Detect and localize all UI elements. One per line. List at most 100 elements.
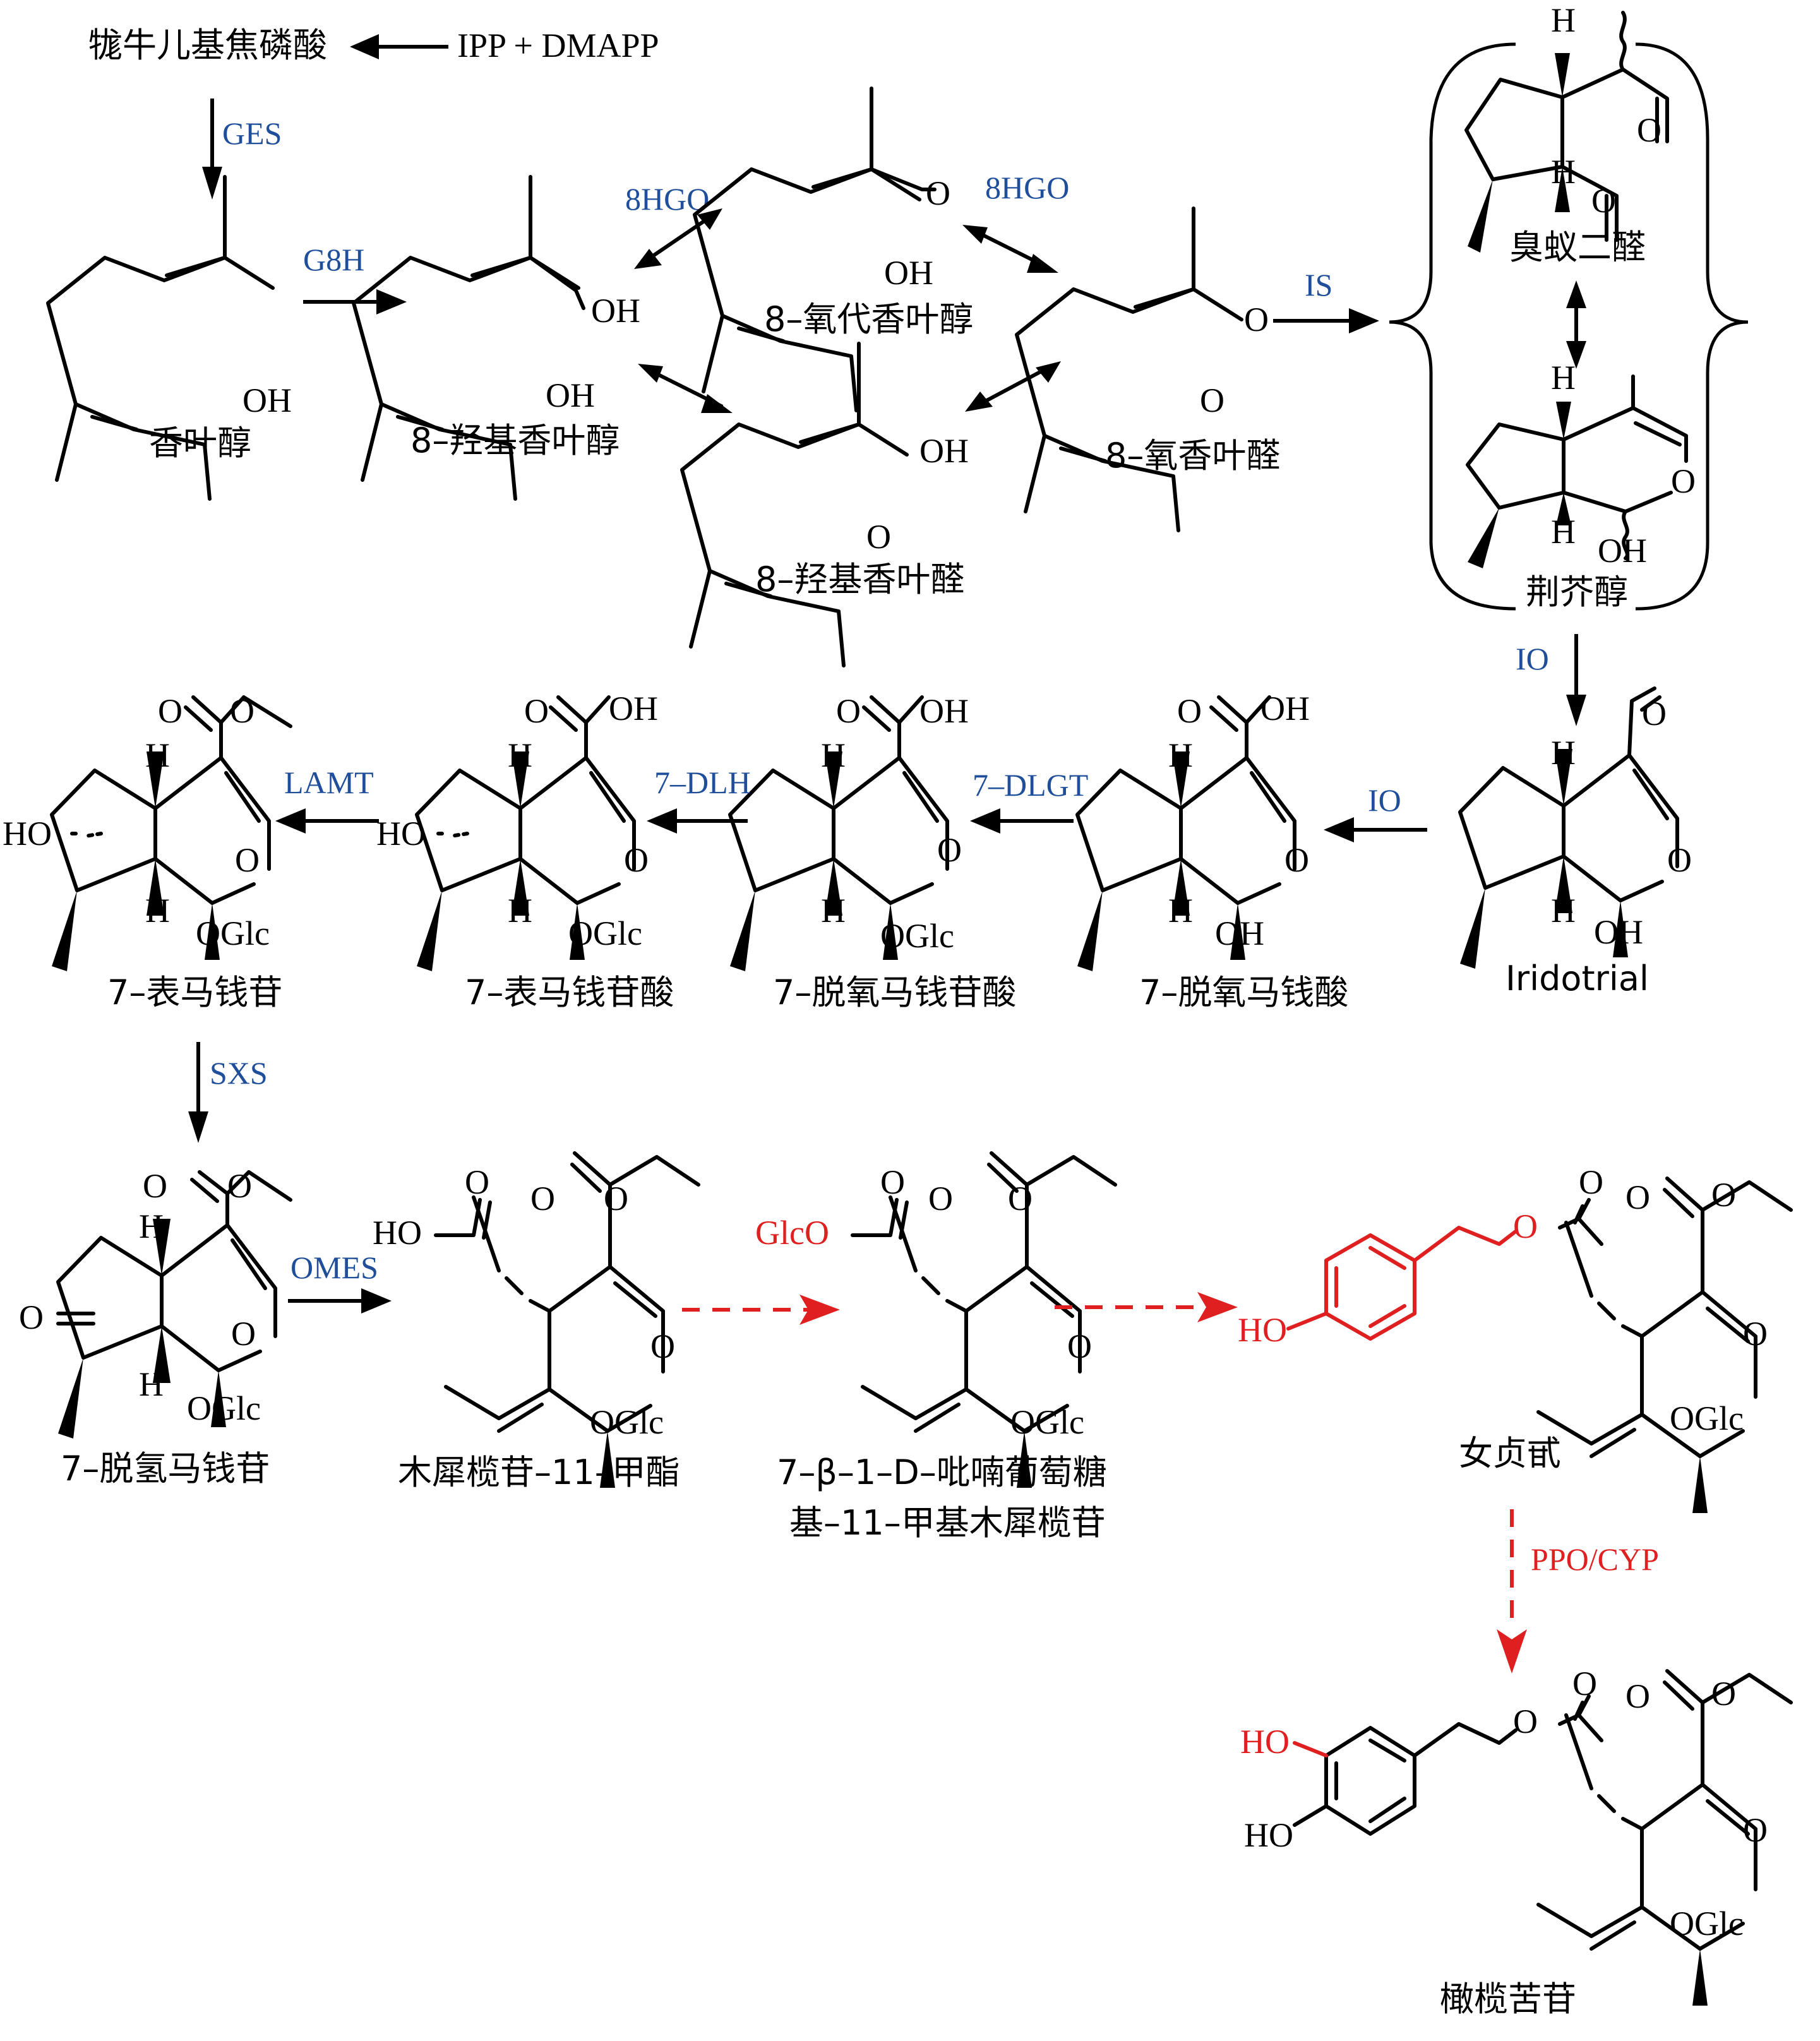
atom-oglc: OGlc: [1670, 1399, 1744, 1437]
atom-o: O: [604, 1180, 628, 1218]
atom-ho: HO: [1240, 1723, 1290, 1761]
atom-oglc: OGlc: [880, 917, 954, 955]
atom-oh: OH: [1594, 913, 1643, 951]
compound-name-8-hydroxygeraniol: 8–羟基香叶醇: [410, 421, 620, 460]
atom-o: O: [1625, 1677, 1650, 1715]
atom-oglc: OGlc: [196, 914, 270, 952]
compound-name-7-deoxyloganic-acid: 7–脱氧马钱苷酸: [773, 973, 1016, 1012]
atom-o: O: [836, 692, 861, 730]
compound-name-iridotrial: Iridotrial: [1506, 959, 1649, 998]
atom-glco: GlcO: [755, 1214, 829, 1252]
8hgo-reversible-arrow-upper-right: [962, 225, 1058, 273]
atom-o: O: [1579, 1163, 1603, 1201]
atom-h: H: [1551, 892, 1576, 930]
compound-name-7-glucosyl-oleoside-line1: 7–β–1–D–吡喃葡萄糖: [777, 1452, 1107, 1492]
atom-h: H: [1168, 736, 1193, 774]
8hgo-reversible-arrow-lower-left: [638, 364, 733, 413]
atom-o: O: [1711, 1675, 1736, 1713]
atom-o: O: [1743, 1811, 1768, 1849]
omes-arrow: [288, 1288, 392, 1314]
structure-8-oxogeraniol: [695, 88, 919, 410]
lamt-arrow: [275, 808, 379, 834]
io-left-arrow: [1324, 817, 1427, 842]
enzyme-omes: OMES: [290, 1250, 378, 1285]
atom-o: O: [1743, 1315, 1768, 1353]
atom-o: O: [231, 1315, 256, 1353]
atom-o: O: [524, 692, 549, 730]
atom-h: H: [508, 892, 532, 930]
atom-h: H: [1551, 359, 1576, 397]
structure-8-hydroxygeranial: [682, 344, 907, 666]
gpp-label: 牻牛儿基焦磷酸: [88, 25, 327, 65]
atom-ho: HO: [3, 815, 52, 853]
compound-name-geraniol: 香叶醇: [149, 423, 251, 463]
compound-name-7-epiloganic-acid: 7–表马钱苷酸: [465, 973, 674, 1012]
compound-name-oleoside-11-methyl-ester: 木犀榄苷–11–甲酯: [398, 1452, 680, 1492]
atom-h: H: [1168, 892, 1193, 930]
atom-oh: OH: [1260, 690, 1310, 727]
atom-o: O: [227, 1167, 252, 1205]
structure-iridotrial: [1460, 749, 1677, 969]
atom-o: O: [1591, 182, 1616, 220]
atom-o: O: [1284, 841, 1309, 879]
structure-oleuropein: [1293, 1722, 1518, 1836]
atom-h: H: [1551, 734, 1576, 772]
compound-name-ligstroside: 女贞甙: [1459, 1433, 1561, 1473]
atom-o: O: [1008, 1180, 1033, 1218]
atom-oh: OH: [884, 254, 933, 292]
atom-ho: HO: [373, 1214, 422, 1252]
atom-o: O: [1711, 1176, 1736, 1214]
atom-o: O: [143, 1167, 167, 1205]
putative-arrow-2: [1055, 1292, 1238, 1322]
enzyme-8hgo-1: 8HGO: [625, 181, 709, 217]
8hgo-reversible-arrow-upper-left: [634, 208, 722, 269]
atom-oh: OH: [609, 690, 658, 727]
putative-arrow-1: [682, 1295, 840, 1325]
left-brace: [1389, 42, 1516, 611]
is-arrow: [1273, 308, 1379, 333]
atom-o: O: [235, 841, 260, 879]
iridodial-nepetalactol-equilibrium-arrow: [1566, 280, 1586, 369]
atom-oglc: OGlc: [1670, 1905, 1744, 1942]
g8h-arrow: [303, 289, 407, 314]
ipp-to-gpp-arrow: [350, 34, 448, 59]
atom-h: H: [821, 736, 846, 774]
atom-o: O: [19, 1298, 44, 1336]
enzyme-io-2: IO: [1368, 782, 1401, 818]
enzyme-7-dlgt: 7–DLGT: [973, 767, 1088, 803]
atom-oglc: OGlc: [1010, 1403, 1084, 1441]
atom-o: O: [1637, 111, 1661, 149]
enzyme-ppo-cyp: PPO/CYP: [1531, 1541, 1659, 1577]
compound-name-7-glucosyl-oleoside-line2: 基–11–甲基木犀榄苷: [789, 1503, 1106, 1543]
compound-name-7-deoxyloganetic-acid: 7–脱氧马钱酸: [1139, 973, 1348, 1012]
enzyme-sxs: SXS: [210, 1055, 268, 1091]
atom-oh: OH: [591, 292, 640, 330]
atom-o: O: [1513, 1207, 1538, 1245]
compound-name-7-ketologanin: 7–脱氢马钱苷: [61, 1449, 270, 1488]
compound-name-iridodial: 臭蚁二醛: [1509, 227, 1646, 267]
7-dlh-arrow: [647, 808, 748, 834]
structure-ligstroside: [1286, 1226, 1518, 1341]
right-brace: [1635, 42, 1749, 611]
atom-ho: HO: [1238, 1311, 1287, 1349]
atom-oglc: OGlc: [187, 1389, 261, 1427]
atom-o: O: [230, 692, 254, 730]
atom-h: H: [145, 736, 170, 774]
atom-o: O: [650, 1327, 675, 1365]
structure-nepetalactol: [1466, 374, 1688, 568]
enzyme-8hgo-2: 8HGO: [985, 170, 1069, 205]
atom-o: O: [158, 692, 183, 730]
atom-o: O: [1572, 1665, 1597, 1703]
compound-name-nepetalactol: 荆芥醇: [1526, 572, 1628, 612]
atom-o: O: [1513, 1703, 1538, 1740]
atom-oh: OH: [1215, 914, 1264, 952]
atom-o: O: [1244, 301, 1269, 338]
atom-o: O: [1200, 381, 1224, 419]
atom-o: O: [1642, 695, 1667, 733]
atom-o: O: [928, 1180, 953, 1218]
structure-iridodial: [1464, 11, 1669, 253]
atom-ho: HO: [376, 815, 426, 853]
atom-oh: OH: [919, 692, 969, 730]
io-down-arrow: [1566, 634, 1586, 726]
